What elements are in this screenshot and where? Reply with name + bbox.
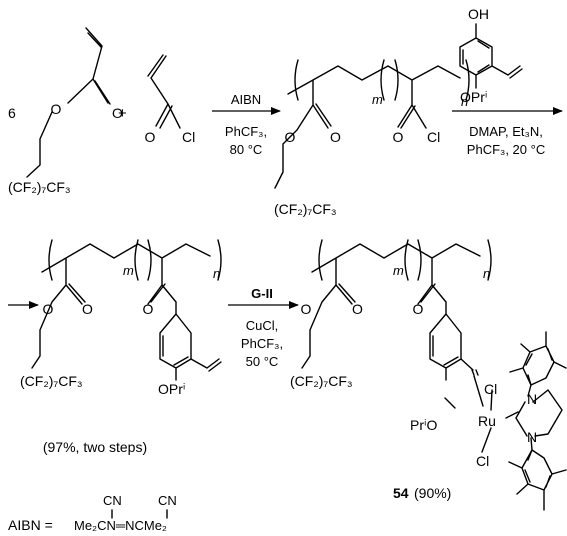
reaction-arrow-2: DMAP, Et₃N, PhCF₃, 20 °C [452,107,563,157]
condition-line: PhCF₃, 20 °C [467,142,545,157]
atom-label: Cl [182,129,195,145]
atom-label: Ru [478,413,496,429]
atom-label: OPrⁱ [460,89,487,105]
atom-label: O [413,301,424,317]
ruthenium-copolymer-54: O O O PrⁱO Ru Cl Cl N N (CF₂)₇CF₃ m n 54… [290,239,567,511]
reaction-arrow-3: G-II CuCl, PhCF₃, 50 °C [228,286,299,369]
yield-label: (97%, two steps) [43,439,147,455]
condition-line: PhCF₃, [225,124,267,139]
reagent-label: AIBN [231,92,261,107]
fluoroalkyl-acrylate-monomer: 6 O O (CF₂)₇CF₃ [8,27,123,195]
atom-label: PrⁱO [410,417,438,433]
subscript-m: m [393,263,404,278]
acyl-chloride-copolymer: O O O Cl (CF₂)₇CF₃ m n [274,59,470,217]
acryloyl-chloride: O Cl [145,54,195,145]
atom-label: OH [468,6,489,22]
fluoroalkyl-chain-label: (CF₂)₇CF₃ [8,179,71,195]
condition-line: 80 °C [230,142,263,157]
subscript-m: m [123,263,134,278]
atom-label: O [43,301,54,317]
atom-label: Cl [476,453,489,469]
fluoroalkyl-chain-label: (CF₂)₇CF₃ [290,373,353,389]
fluoroalkyl-chain-label: (CF₂)₇CF₃ [20,373,83,389]
plus-sign: + [118,105,127,122]
condition-line: PhCF₃, [241,336,283,351]
atom-label: O [112,105,123,121]
condition-line: 50 °C [246,354,279,369]
aibn-label: AIBN = [8,517,53,533]
subscript-n: n [213,266,220,281]
subscript-n: n [483,266,490,281]
fluoroalkyl-chain-label: (CF₂)₇CF₃ [274,201,337,217]
atom-label: OPrⁱ [158,381,185,397]
cyano-group-right: CN [158,493,177,508]
compound-number: 54 [393,485,409,501]
condition-line: DMAP, Et₃N, [469,124,543,139]
vinyl-phenol-reagent: OH OPrⁱ [459,6,523,105]
aibn-formula: Me₂CN═NCMe₂ [74,518,167,533]
yield-label: (90%) [414,485,451,501]
atom-label: O [51,101,62,117]
atom-label: N [527,429,537,445]
aibn-definition: AIBN = CN CN Me₂CN═NCMe₂ [8,493,177,533]
atom-label: O [301,301,312,317]
atom-label: Cl [427,129,440,145]
condition-line: CuCl, [246,318,279,333]
reaction-arrow-1: AIBN PhCF₃, 80 °C [212,92,281,157]
cyano-group-left: CN [103,493,122,508]
subscript-m: m [372,92,383,107]
atom-label: O [143,301,154,317]
atom-label: O [82,301,93,317]
atom-label: O [330,129,341,145]
reagent-label: G-II [251,286,273,301]
atom-label: O [285,129,296,145]
atom-label: O [352,301,363,317]
atom-label: O [145,129,156,145]
monomer-coefficient: 6 [8,105,16,121]
atom-label: O [393,129,404,145]
atom-label: Cl [484,381,497,397]
atom-label: N [527,391,537,407]
subscript-n: n [461,94,468,109]
aryl-ester-copolymer: O O O OPrⁱ (CF₂)₇CF₃ m n (97%, two steps… [20,239,222,455]
